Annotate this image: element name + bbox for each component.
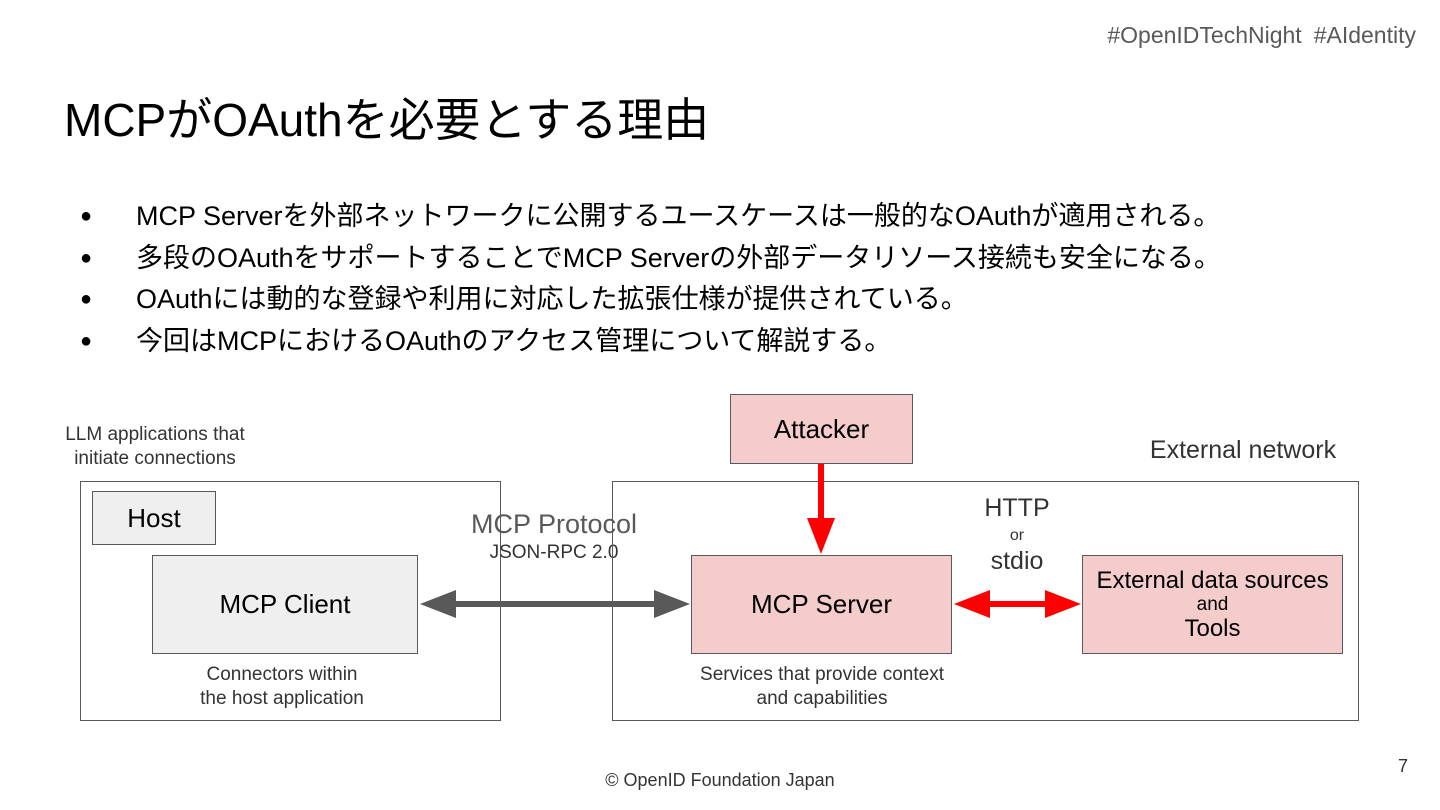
bullet-item: MCP Serverを外部ネットワークに公開するユースケースは一般的なOAuth… [80, 196, 1221, 238]
hashtags: #OpenIDTechNight #AIdentity [1107, 22, 1416, 49]
transport-double-arrow [954, 590, 1081, 618]
slide-title: MCPがOAuthを必要とする理由 [64, 94, 710, 146]
bullet-item: 多段のOAuthをサポートすることでMCP Serverの外部データリソース接続… [80, 238, 1221, 280]
page-number: 7 [1397, 756, 1408, 776]
protocol-double-arrow [420, 590, 690, 618]
hashtag-openid-tech-night: #OpenIDTechNight [1107, 22, 1302, 48]
mcp-client-box: MCP Client [152, 555, 418, 654]
external-network-label: External network [1149, 436, 1337, 464]
mcp-protocol-label: MCP Protocol [470, 509, 638, 539]
transport-or-label: or [1009, 527, 1025, 544]
attacker-arrow [807, 464, 835, 554]
bullet-item: 今回はMCPにおけるOAuthのアクセス管理について解説する。 [80, 321, 1221, 363]
copyright-footer: © OpenID Foundation Japan [605, 770, 835, 790]
mcp-server-box: MCP Server [691, 555, 952, 654]
host-box: Host [92, 491, 216, 545]
external-data-sources-box: External data sources and Tools [1082, 555, 1343, 654]
hashtag-aidentity: #AIdentity [1313, 22, 1416, 48]
attacker-box: Attacker [730, 394, 913, 464]
llm-applications-label: LLM applications that initiate connectio… [65, 424, 245, 469]
bullet-item: OAuthには動的な登録や利用に対応した拡張仕様が提供されている。 [80, 279, 1221, 321]
transport-http-label: HTTP [984, 494, 1050, 522]
bullet-list: MCP Serverを外部ネットワークに公開するユースケースは一般的なOAuth… [80, 196, 1221, 362]
json-rpc-label: JSON-RPC 2.0 [489, 542, 619, 563]
transport-stdio-label: stdio [990, 547, 1044, 575]
server-caption: Services that provide context and capabi… [700, 664, 944, 709]
client-caption: Connectors within the host application [200, 664, 364, 709]
